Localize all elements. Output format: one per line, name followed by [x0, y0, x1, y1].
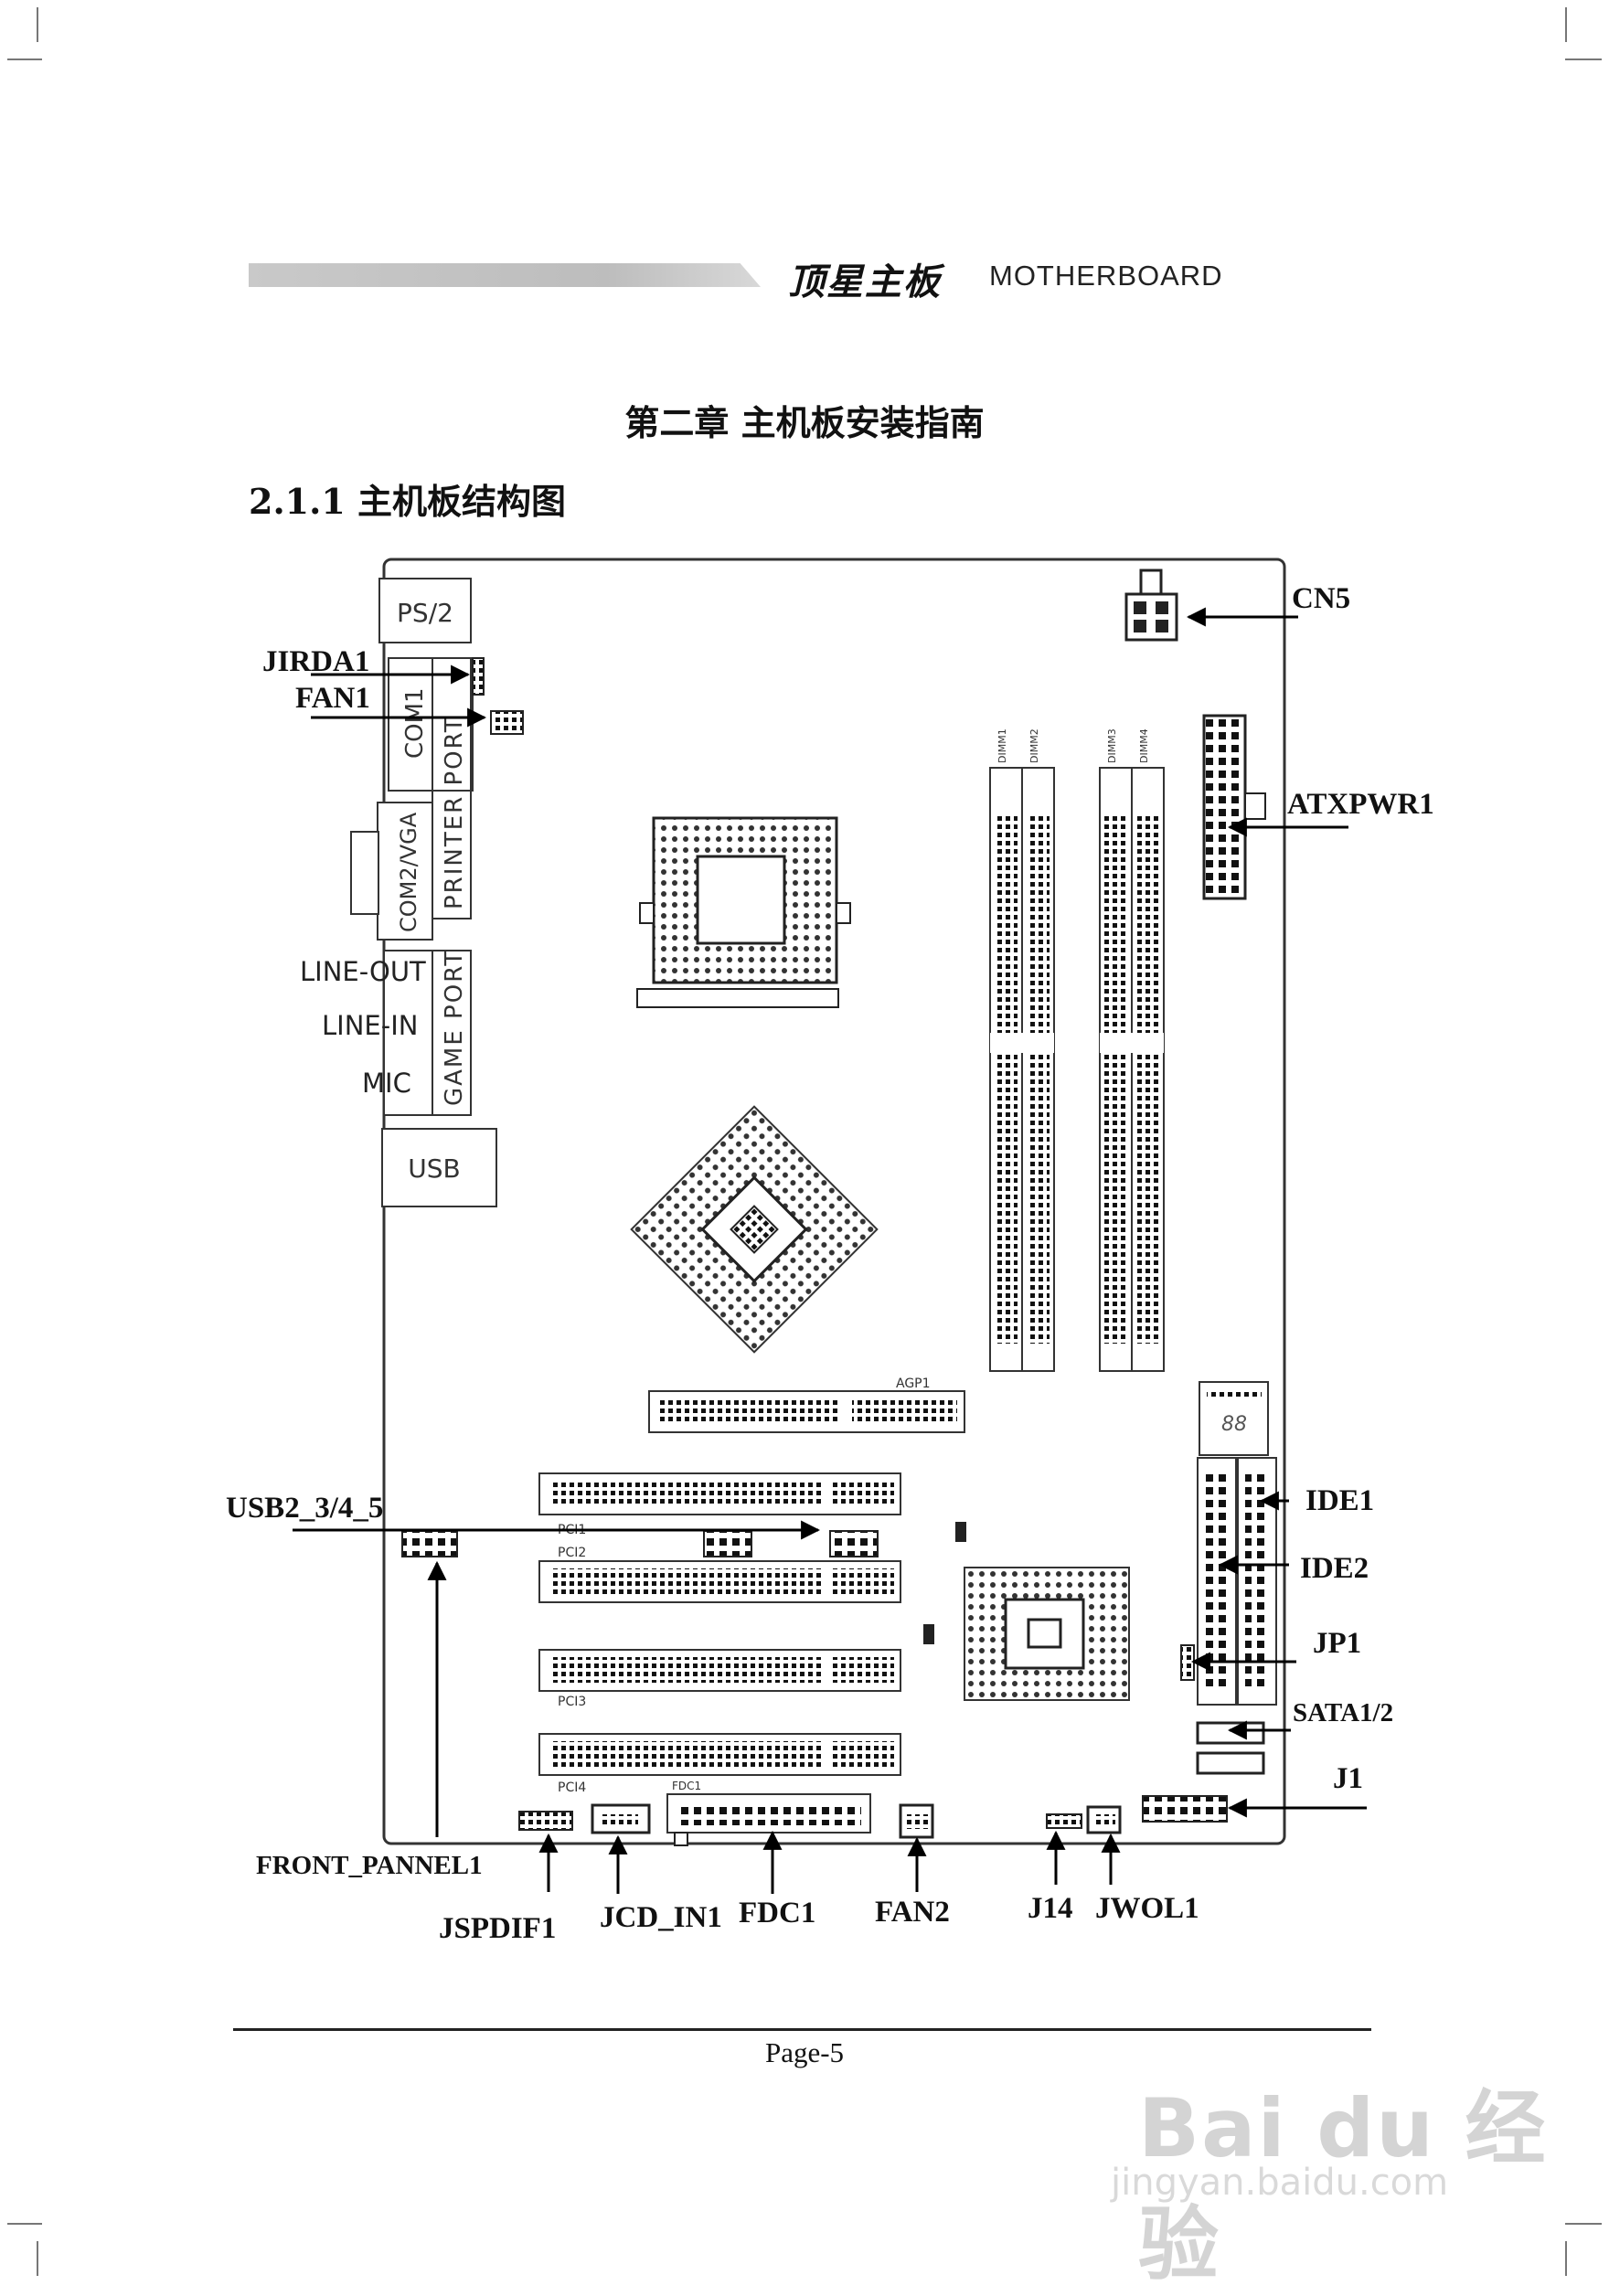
sata1-connector	[1196, 1721, 1265, 1745]
crop-mark	[37, 2241, 38, 2276]
callout-cn5: CN5	[1292, 582, 1351, 615]
dimm4-label: DIMM4	[1138, 728, 1150, 763]
callout-jp1: JP1	[1313, 1627, 1362, 1660]
j1-header	[1142, 1795, 1228, 1823]
crop-mark	[7, 2223, 42, 2225]
pci3-label: PCI3	[558, 1695, 586, 1709]
ps2-label: PS/2	[397, 598, 453, 628]
led-digits: 88	[1221, 1413, 1247, 1436]
chapter-title: 第二章 主机板安装指南	[624, 402, 985, 443]
jp1-jumper	[1180, 1644, 1195, 1681]
usb-header	[401, 1530, 458, 1557]
printer-port	[432, 657, 472, 919]
debug-led: 88	[1199, 1381, 1269, 1456]
front-panel-header	[518, 1811, 573, 1831]
dimm3-label: DIMM3	[1106, 728, 1118, 763]
callout-front-pannel: FRONT_PANNEL1	[256, 1851, 483, 1880]
ide-connectors	[1197, 1457, 1277, 1706]
callout-fdc1: FDC1	[739, 1897, 816, 1929]
crop-mark	[37, 7, 38, 42]
dimm1-label: DIMM1	[996, 728, 1008, 763]
printer-port-label: PRINTER PORT	[441, 716, 468, 909]
brand-subtitle: MOTHERBOARD	[989, 260, 1223, 292]
pci2-label: PCI2	[558, 1546, 586, 1560]
usb-header	[829, 1530, 879, 1557]
watermark-logo: Bai du 经验	[1138, 2081, 1548, 2291]
jirda-header	[472, 657, 485, 696]
section-title: 2.1.1 主机板结构图	[249, 481, 567, 522]
crop-mark	[7, 58, 42, 60]
footer-rule	[233, 2028, 1371, 2031]
callout-atxpwr1: ATXPWR1	[1287, 788, 1434, 821]
crop-mark	[1565, 2241, 1567, 2276]
pci4-label: PCI4	[558, 1780, 586, 1795]
crop-mark	[1565, 58, 1602, 60]
callout-j1: J1	[1333, 1762, 1363, 1795]
dimm-slots: DIMM1 DIMM2 DIMM3 DIMM4	[989, 728, 1165, 1372]
callout-usb2: USB2_3/4_5	[226, 1492, 384, 1525]
jumper	[923, 1624, 934, 1644]
com1-label: COM1	[401, 687, 429, 759]
callout-sata: SATA1/2	[1293, 1698, 1394, 1727]
line-out-label: LINE-OUT	[300, 956, 426, 987]
callout-ide2: IDE2	[1300, 1552, 1369, 1585]
agp-label: AGP1	[896, 1377, 931, 1391]
sata2-connector	[1196, 1751, 1265, 1775]
game-port	[432, 950, 472, 1116]
pci-slots: PCI1 PCI2 PCI3 PCI4	[538, 1472, 901, 1795]
callout-jirda1: JIRDA1	[262, 645, 370, 678]
callout-j14: J14	[1028, 1892, 1073, 1925]
ps2-port	[378, 578, 472, 643]
callout-fan2: FAN2	[875, 1896, 950, 1929]
callout-jspdif: JSPDIF1	[439, 1912, 557, 1945]
fan1-header	[490, 710, 524, 735]
audio-jacks	[383, 950, 472, 1116]
brand-logo: 顶星主板	[788, 261, 942, 303]
usb-header	[703, 1530, 752, 1557]
cpu-socket	[636, 816, 851, 1008]
mic-label: MIC	[362, 1068, 411, 1099]
watermark-url: jingyan.baidu.com	[1111, 2162, 1449, 2204]
callout-ide1: IDE1	[1305, 1484, 1375, 1517]
page-number: Page-5	[764, 2036, 845, 2068]
cn5-connector	[1124, 569, 1178, 642]
callout-fan1: FAN1	[295, 682, 370, 715]
crop-mark	[1565, 7, 1567, 42]
line-in-label: LINE-IN	[322, 1010, 419, 1041]
southbridge-chip	[964, 1567, 1130, 1701]
crop-mark	[1565, 2223, 1602, 2225]
com2-vga-label: COM2/VGA	[396, 812, 421, 932]
header-bar	[249, 263, 761, 287]
callout-jcd: JCD_IN1	[600, 1901, 722, 1934]
j14-header	[1046, 1813, 1082, 1829]
vga-bracket	[350, 831, 379, 915]
usb-port	[381, 1128, 497, 1207]
callout-arrows	[293, 607, 1367, 1894]
fdc-board-label: FDC1	[672, 1780, 701, 1792]
callout-jwol: JWOL1	[1095, 1892, 1199, 1925]
fdc-connector: FDC1	[666, 1780, 871, 1846]
jumper	[955, 1522, 966, 1542]
com2-vga-port	[377, 802, 433, 941]
usb-label: USB	[408, 1153, 460, 1184]
dimm2-label: DIMM2	[1028, 728, 1040, 763]
atx-power-connector	[1202, 714, 1266, 900]
agp-slot: AGP1	[648, 1377, 965, 1433]
northbridge-chip	[630, 1105, 879, 1354]
game-port-label: GAME PORT	[441, 950, 468, 1106]
